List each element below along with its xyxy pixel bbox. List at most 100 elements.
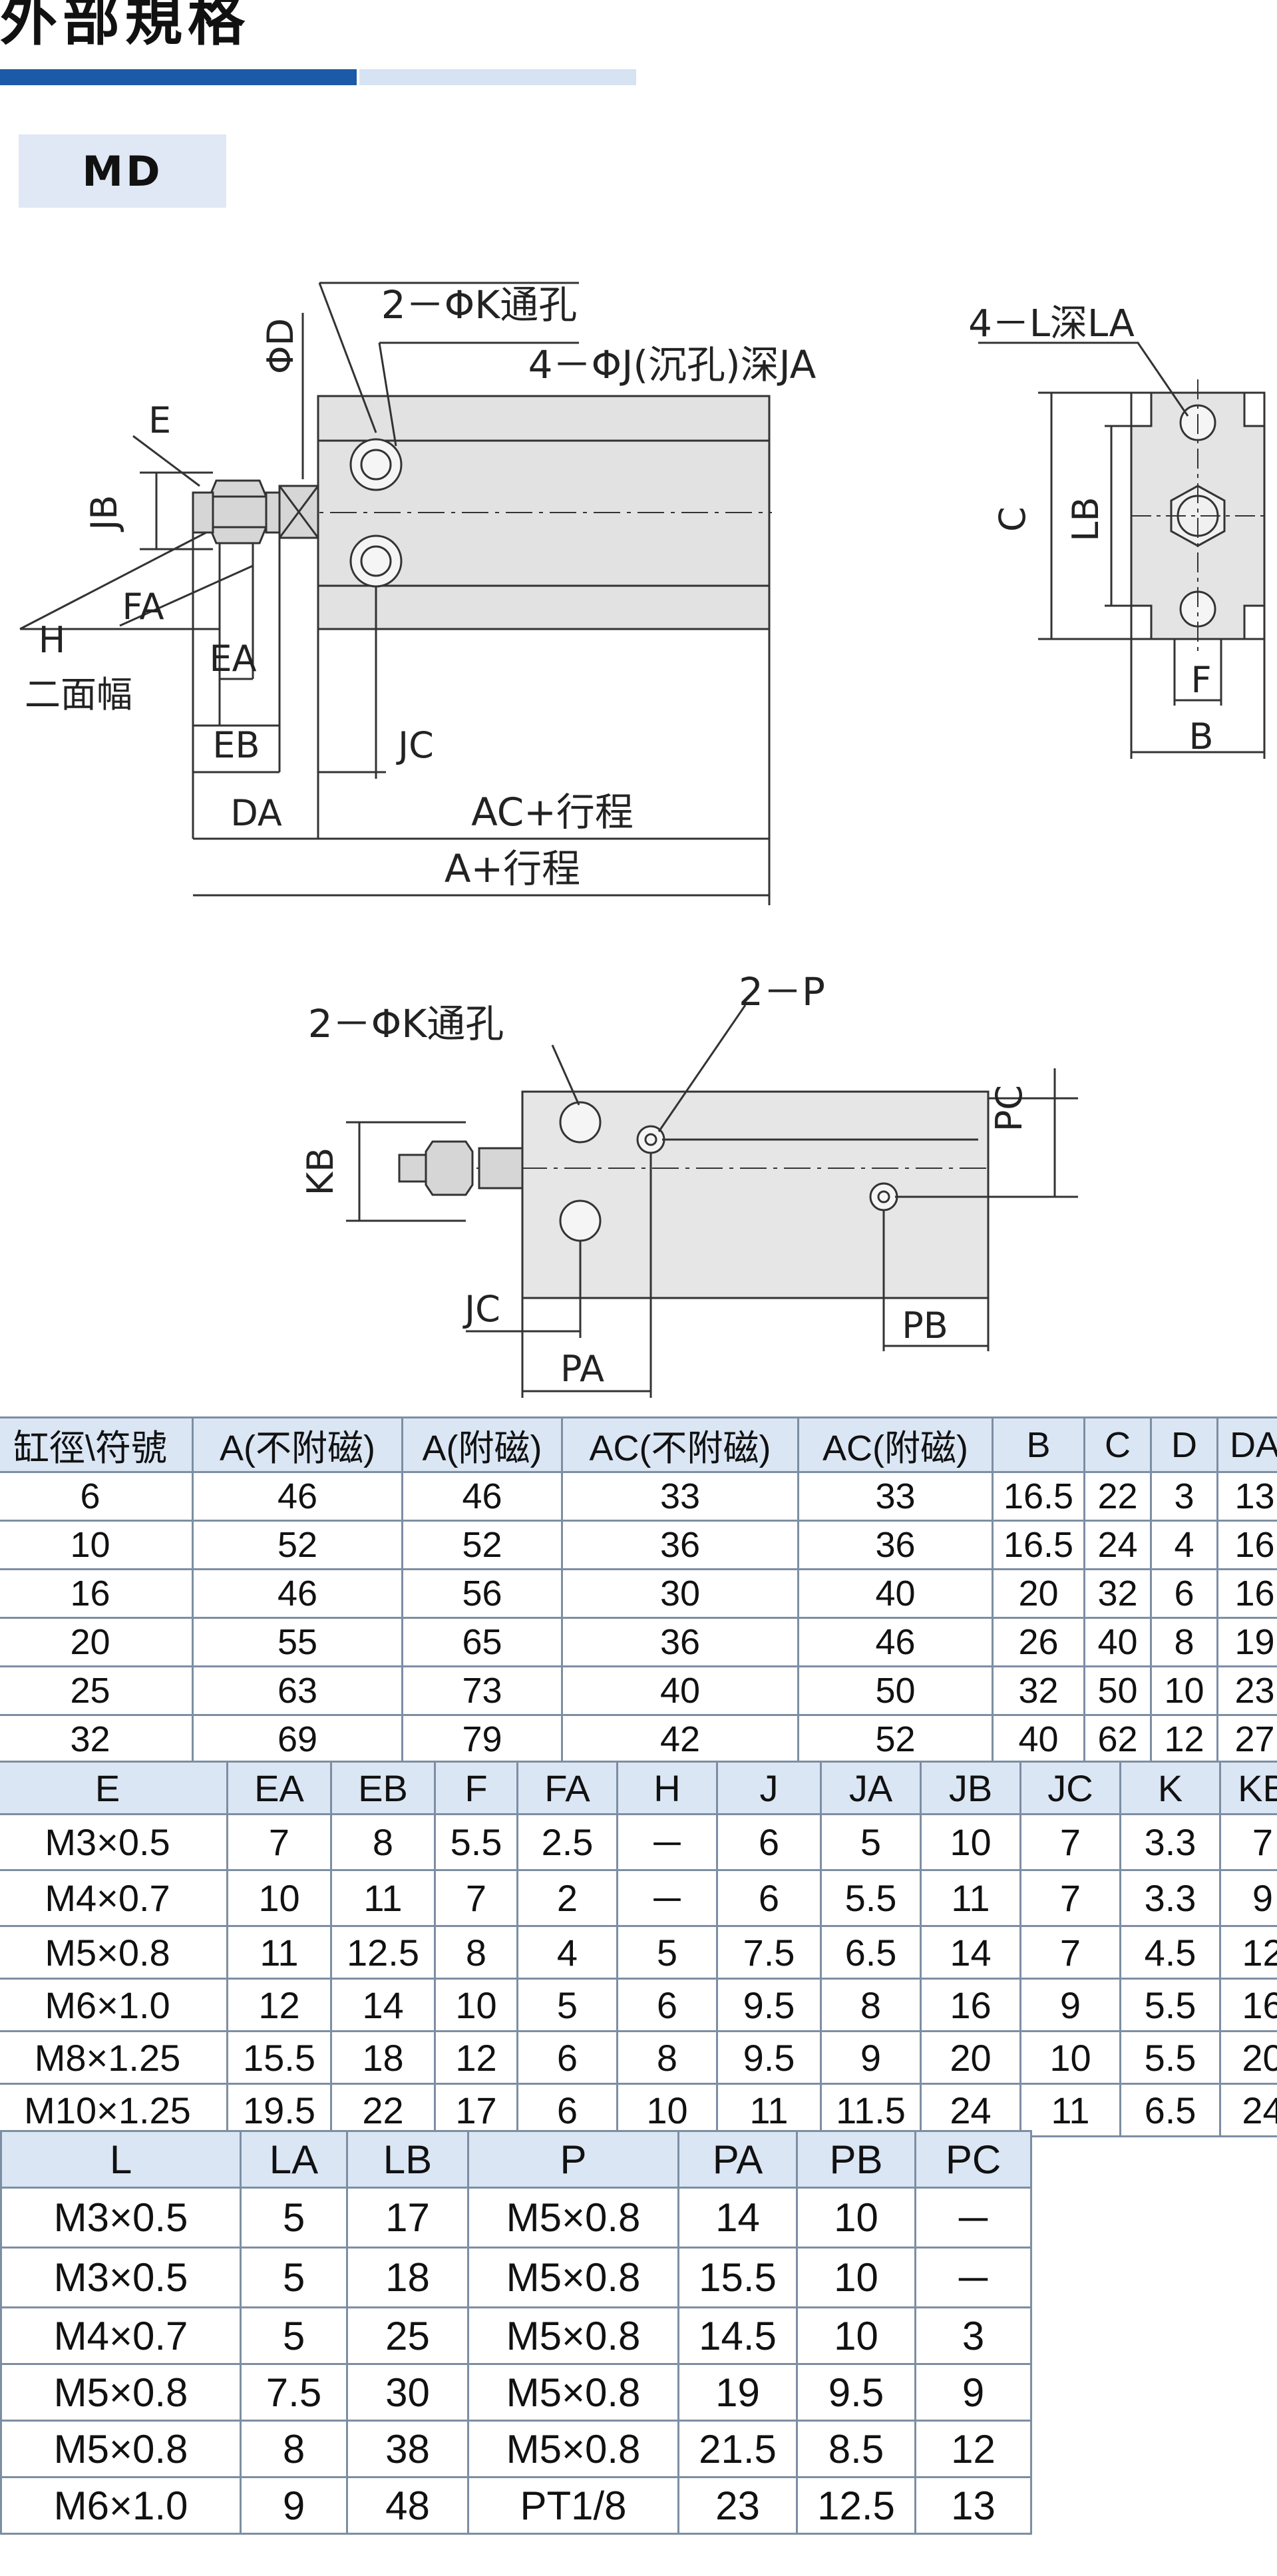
table-cell: 4.5 [1119, 1925, 1221, 1980]
table-cell: 5.5 [1119, 1978, 1221, 2032]
table-cell: 3 [1150, 1471, 1218, 1522]
column-header: LB [346, 2130, 469, 2189]
table-cell: 5 [240, 2306, 348, 2365]
callout-l-depth: 4－L深LA [968, 302, 1135, 345]
table-cell: 11.5 [820, 2083, 922, 2137]
table-cell: 6 [1150, 1568, 1218, 1619]
front-view-drawing: 2－ΦK通孔 4－ΦJ(沉孔)深JA E ΦD JB FA H 二面幅 EA E… [19, 282, 817, 905]
table-cell: 16 [0, 1568, 194, 1619]
label-f: F [1190, 659, 1211, 701]
model-badge: MD [19, 134, 226, 208]
table-cell: M3×0.5 [0, 2187, 242, 2249]
table-cell: 21.5 [677, 2420, 798, 2478]
table-cell: 36 [561, 1520, 799, 1570]
table-cell: 6 [0, 1471, 194, 1522]
column-header: AC(附磁) [797, 1416, 994, 1473]
table-cell: 17 [434, 2083, 518, 2137]
table-cell: 16 [1219, 1978, 1277, 2032]
table-cell: 23 [1216, 1665, 1277, 1716]
table-cell: 11 [920, 1869, 1021, 1927]
table-cell: 6 [616, 1978, 718, 2032]
table-cell: M8×1.25 [0, 2030, 228, 2085]
table-cell: 33 [797, 1471, 994, 1522]
table-cell: 18 [330, 2030, 436, 2085]
table-cell: 5 [240, 2187, 348, 2249]
table-cell: 73 [401, 1665, 563, 1716]
table-cell: 9 [914, 2363, 1032, 2422]
table-cell: 14 [330, 1978, 436, 2032]
label-pc: PC [988, 1085, 1030, 1132]
table-header-row: E EA EB F FA H J JA JB JC K KB [0, 1761, 1277, 1815]
column-header: D [1150, 1416, 1218, 1473]
table-cell: 40 [797, 1568, 994, 1619]
table-cell: 10 [796, 2306, 916, 2365]
table-cell: 15.5 [677, 2247, 798, 2308]
table-cell: 14.5 [677, 2306, 798, 2365]
column-header: 缸徑\符號 [0, 1416, 194, 1473]
table-cell: 7 [1019, 1869, 1121, 1927]
table-cell: 5 [240, 2247, 348, 2308]
table-cell: M5×0.8 [0, 2420, 242, 2478]
table-cell: 13 [1216, 1471, 1277, 1522]
table-cell: M4×0.7 [0, 1869, 228, 1927]
label-jc-bottom: JC [462, 1288, 500, 1330]
table-cell: 8 [434, 1925, 518, 1980]
table-cell: 7.5 [716, 1925, 822, 1980]
table-cell: 5 [516, 1978, 618, 2032]
label-kb: KB [299, 1148, 341, 1195]
table-header-row: 缸徑\符號 A(不附磁) A(附磁) AC(不附磁) AC(附磁) B C D … [0, 1416, 1277, 1473]
table-cell: 40 [1083, 1617, 1152, 1667]
table-cell: － [914, 2247, 1032, 2308]
table-cell: 3.3 [1119, 1813, 1221, 1871]
table-cell: 12 [434, 2030, 518, 2085]
label-two-face-width: 二面幅 [25, 674, 132, 716]
table-cell: M5×0.8 [467, 2187, 679, 2249]
column-header: B [992, 1416, 1085, 1473]
column-header: H [616, 1761, 718, 1815]
column-header: K [1119, 1761, 1221, 1815]
column-header: A(不附磁) [192, 1416, 403, 1473]
table-cell: 26 [992, 1617, 1085, 1667]
table-cell: 15.5 [226, 2030, 332, 2085]
table-cell: 24 [1219, 2083, 1277, 2137]
table-cell: 52 [401, 1520, 563, 1570]
table-cell: 30 [561, 1568, 799, 1619]
table-cell: 10 [1019, 2030, 1121, 2085]
table-cell: 19 [1216, 1617, 1277, 1667]
column-header: F [434, 1761, 518, 1815]
table-cell: 36 [561, 1617, 799, 1667]
table-cell: 12.5 [330, 1925, 436, 1980]
table-cell: 62 [1083, 1714, 1152, 1765]
table-cell: 46 [401, 1471, 563, 1522]
table-cell: 52 [192, 1520, 403, 1570]
table-cell: 7 [1219, 1813, 1277, 1871]
table-cell: 2.5 [516, 1813, 618, 1871]
table-cell: 19 [677, 2363, 798, 2422]
label-ac-stroke: AC+行程 [471, 789, 634, 835]
column-header: A(附磁) [401, 1416, 563, 1473]
title-underline-accent [0, 69, 357, 85]
callout-k-through-hole-bottom: 2－ΦK通孔 [308, 1001, 504, 1046]
table-cell: 20 [1219, 2030, 1277, 2085]
table-cell: 4 [1150, 1520, 1218, 1570]
label-pb: PB [902, 1305, 948, 1347]
table-cell: － [914, 2187, 1032, 2249]
label-eb: EB [212, 724, 260, 766]
table-cell: 24 [1083, 1520, 1152, 1570]
table-cell: 20 [0, 1617, 194, 1667]
label-ea: EA [209, 638, 256, 680]
table-cell: 10 [226, 1869, 332, 1927]
table-cell: 11 [716, 2083, 822, 2137]
table-cell: 7.5 [240, 2363, 348, 2422]
label-jb: JB [83, 495, 125, 533]
model-label: MD [82, 146, 163, 196]
